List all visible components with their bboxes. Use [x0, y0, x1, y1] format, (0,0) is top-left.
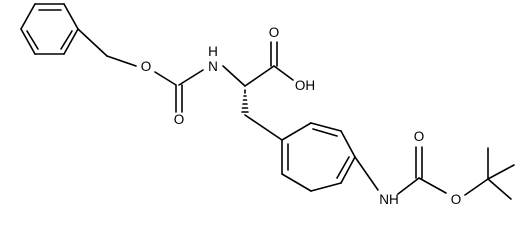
atom-label-carbamate-carbonyl-oxygen: O [174, 112, 185, 127]
benzyl-ring [20, 3, 79, 55]
cbz-chain [77, 28, 204, 113]
atom-label-boc-ester-oxygen: O [451, 192, 462, 207]
boc-group [354, 146, 515, 200]
atom-label-boc-carbonyl-oxygen: O [414, 129, 425, 144]
atom-label-amide-nitrogen: N [208, 59, 218, 74]
chemical-structure: O N H O O OH O NH O [20, 3, 515, 207]
phenylene-ring [281, 122, 356, 192]
amino-acid-backbone [222, 41, 294, 141]
atom-label-acid-carbonyl-oxygen: O [269, 25, 280, 40]
atom-label-amide-hydrogen: H [208, 44, 218, 59]
atom-labels: O N H O O OH O NH O [141, 25, 462, 207]
atom-label-hydroxyl: OH [295, 78, 315, 93]
atom-label-aniline-nitrogen: NH [379, 192, 399, 207]
atom-label-ester-oxygen: O [141, 59, 152, 74]
